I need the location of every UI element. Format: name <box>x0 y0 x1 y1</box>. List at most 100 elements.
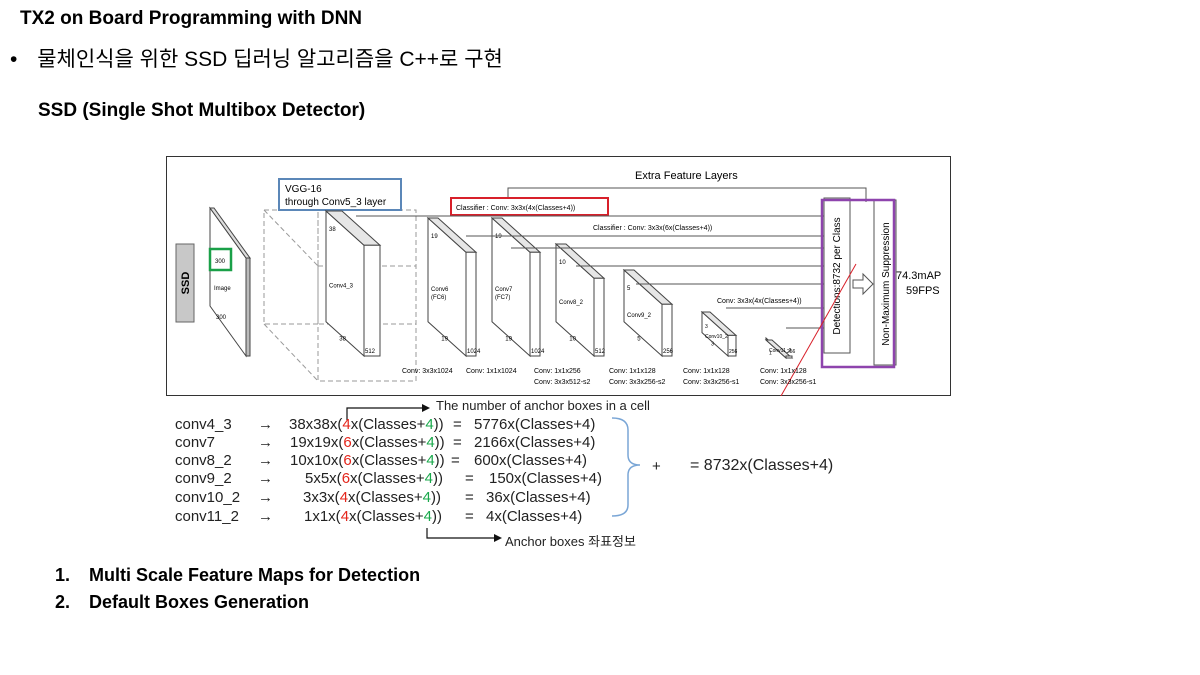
eq-layer-name: conv10_2 <box>175 489 241 506</box>
conv-bottom-1: Conv: 3x3x1024 <box>402 368 453 375</box>
eq-equals: = <box>451 452 460 469</box>
block-name: Conv11_2 <box>769 348 792 354</box>
anchor-note-arrow <box>346 407 422 420</box>
block-name: Conv6 <box>431 287 449 293</box>
eq-close: )) <box>433 416 444 433</box>
eq-arrow-icon: → <box>258 434 273 451</box>
image-top-dim: 300 <box>215 259 226 265</box>
image-bottom-dim: 300 <box>216 315 227 321</box>
classifier-red-box <box>450 197 609 216</box>
eq-arrow-icon: → <box>258 452 273 469</box>
eq-formula: 19x19x(6x(Classes+4)) <box>290 434 445 451</box>
eq-coord-count: 4 <box>426 434 435 451</box>
eq-formula: 3x3x(4x(Classes+4)) <box>303 489 441 506</box>
coord-note-arrowhead <box>494 534 502 542</box>
block-bottom-dim: 19 <box>441 337 448 343</box>
eq-anchor-count: 6 <box>343 452 352 469</box>
eq-result: 4x(Classes+4) <box>486 508 583 525</box>
eq-classes: x(Classes+ <box>350 470 425 487</box>
conv-bottom-9: Conv: 3x3x256-s1 <box>683 379 740 386</box>
block-side <box>529 251 541 357</box>
eq-grid: 38x38x( <box>289 416 343 433</box>
eq-classes: x(Classes+ <box>349 508 424 525</box>
eq-close: )) <box>430 489 441 506</box>
block-name-2: (FC6) <box>431 295 446 301</box>
feature-blocks: 38Conv4_33851219Conv6(FC6)19102419Conv7(… <box>324 209 796 360</box>
eq-layer-name: conv8_2 <box>175 452 232 469</box>
block-bottom-dim: 38 <box>339 337 346 343</box>
block-bottom-dim: 19 <box>505 337 512 343</box>
eq-result: 600x(Classes+4) <box>474 452 587 469</box>
block-side-dim: 19 <box>495 234 502 240</box>
eq-close: )) <box>434 434 445 451</box>
conv-bottom-4: Conv: 1x1x128 <box>609 368 656 375</box>
eq-grid: 3x3x( <box>303 489 340 506</box>
right-brace <box>611 417 641 517</box>
list-text-2: Default Boxes Generation <box>89 592 310 612</box>
eq-equals: = <box>453 434 462 451</box>
eq-result: 5776x(Classes+4) <box>474 416 596 433</box>
conv-side-label: Conv: 3x3x(4x(Classes+4)) <box>717 298 802 305</box>
block-bottom-dim: 10 <box>569 337 576 343</box>
eq-classes: x(Classes+ <box>348 489 423 506</box>
eq-classes: x(Classes+ <box>351 452 427 469</box>
eq-formula: 38x38x(4x(Classes+4)) <box>289 416 444 433</box>
eq-close: )) <box>434 452 445 469</box>
image-highlight-box <box>208 247 233 272</box>
block-side-dim: 1 <box>769 350 772 356</box>
list-number-1: 1. <box>55 565 71 585</box>
block-side-dim: 3 <box>705 324 708 330</box>
eq-close: )) <box>432 470 443 487</box>
block-depth: 512 <box>595 349 606 355</box>
section-subtitle: SSD (Single Shot Multibox Detector) <box>38 100 366 121</box>
list-item-1: 1.Multi Scale Feature Maps for Detection <box>55 565 420 586</box>
eq-coord-count: 4 <box>422 489 431 506</box>
conv-bottom-7: Conv: 3x3x512-s2 <box>534 379 591 386</box>
anchor-note-arrowhead <box>422 404 430 412</box>
block-side <box>465 251 477 357</box>
eq-arrow-icon: → <box>258 470 273 487</box>
list-item-2: 2.Default Boxes Generation <box>55 592 309 613</box>
eq-coord-count: 4 <box>426 452 435 469</box>
eq-coord-count: 4 <box>424 470 433 487</box>
eq-result: 150x(Classes+4) <box>489 470 602 487</box>
eq-classes: x(Classes+ <box>350 416 426 433</box>
block-bottom-dim: 3 <box>711 341 714 347</box>
block-side-dim: 38 <box>329 227 336 233</box>
extra-layers-bracket <box>507 187 867 202</box>
block-depth: 512 <box>365 349 376 355</box>
conv-bottom-8: Conv: 3x3x256-s2 <box>609 379 666 386</box>
eq-close: )) <box>431 508 442 525</box>
fps-value: 59FPS <box>906 285 940 297</box>
eq-equals: = <box>465 508 474 525</box>
block-side <box>661 303 673 357</box>
detections-box <box>823 197 851 354</box>
eq-coord-count: 4 <box>425 416 434 433</box>
eq-grid: 5x5x( <box>305 470 342 487</box>
classifier-2-label: Classifier : Conv: 3x3x(6x(Classes+4)) <box>593 225 712 232</box>
eq-layer-name: conv4_3 <box>175 416 232 433</box>
conv-bottom-10: Conv: 3x3x256-s1 <box>760 379 817 386</box>
block-side <box>727 334 737 357</box>
nms-label: Non-Maximum Suppression <box>881 222 892 345</box>
ssd-label: SSD <box>180 272 192 295</box>
bullet-marker: • <box>10 48 18 71</box>
eq-equals: = <box>465 489 474 506</box>
eq-layer-name: conv7 <box>175 434 216 451</box>
eq-formula: 10x10x(6x(Classes+4)) <box>290 452 445 469</box>
coord-note: Anchor boxes 좌표정보 <box>505 534 636 549</box>
vgg-label-box <box>278 178 402 211</box>
anchor-note: The number of anchor boxes in a cell <box>436 398 650 413</box>
image-label: Image <box>214 286 231 292</box>
eq-anchor-count: 4 <box>339 489 349 506</box>
eq-layer-name: conv9_2 <box>175 470 232 487</box>
block-bottom-dim: 5 <box>637 337 641 343</box>
map-value: 74.3mAP <box>896 270 941 282</box>
eq-equals: = <box>453 416 462 433</box>
eq-arrow-icon: → <box>258 416 273 433</box>
block-name: Conv4_3 <box>329 284 354 290</box>
